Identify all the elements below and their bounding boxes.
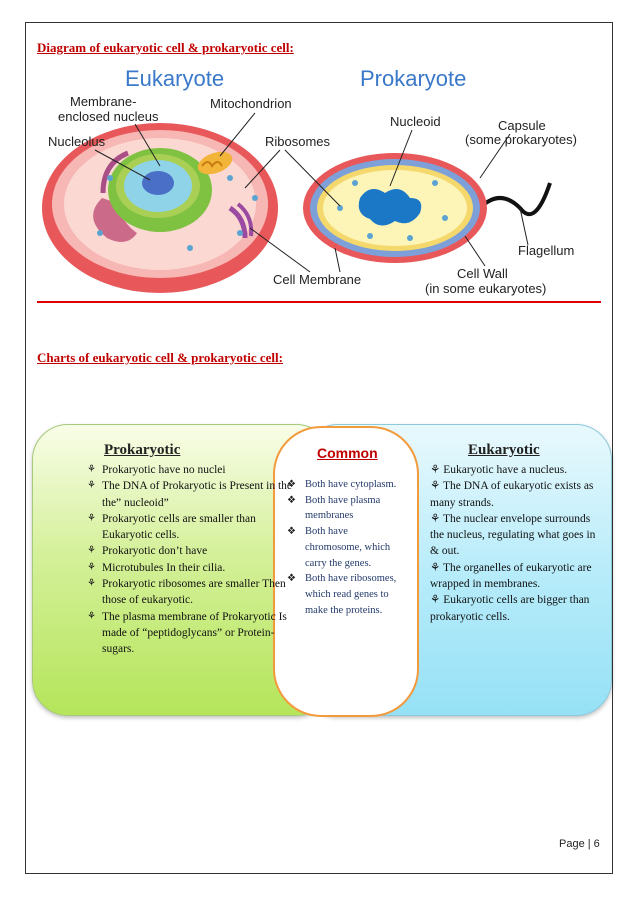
section-divider	[37, 301, 601, 303]
label-membrane-nucleus-2: enclosed nucleus	[58, 109, 159, 124]
label-capsule-note: (some prokaryotes)	[465, 132, 577, 147]
prokaryote-cell	[303, 153, 552, 263]
label-ribosomes: Ribosomes	[265, 134, 331, 149]
label-flagellum: Flagellum	[518, 243, 574, 258]
list-item: ⚘The plasma membrane of Prokaryotic Is m…	[87, 610, 287, 656]
list-item: ⚘Microtubules In their cilia.	[87, 560, 304, 576]
cell-diagram: Eukaryote Prokaryote Membrane- enclosed …	[42, 66, 577, 296]
list-item: ⚘Prokaryotic ribosomes are smaller Then …	[87, 578, 286, 607]
leader-lines	[94, 112, 529, 273]
diamond-bullet-icon: ❖	[287, 494, 296, 506]
label-capsule: Capsule	[498, 118, 546, 133]
common-list: ❖Both have cytoplasm. ❖Both have plasma …	[287, 477, 407, 618]
bullet-icon: ⚘	[430, 512, 443, 525]
bullet-icon: ⚘	[430, 480, 443, 493]
diamond-bullet-icon: ❖	[287, 526, 296, 538]
bullet-icon: ⚘	[87, 512, 96, 524]
bullet-icon: ⚘	[87, 464, 96, 475]
prokaryote-title: Prokaryote	[360, 66, 466, 91]
charts-heading: Charts of eukaryotic cell & prokaryotic …	[37, 350, 283, 365]
bullet-icon: ⚘	[430, 464, 444, 476]
common-title: Common	[317, 445, 378, 461]
label-mitochondrion: Mitochondrion	[210, 96, 292, 111]
eukaryotic-list: ⚘ Eukaryotic have a nucleus. ⚘ The DNA o…	[430, 462, 605, 625]
bullet-icon: ⚘	[87, 561, 96, 573]
list-item: ⚘The DNA of Prokaryotic is Present in th…	[87, 480, 293, 509]
list-item: ⚘ The DNA of eukaryotic exists as many s…	[430, 480, 594, 509]
bullet-icon: ⚘	[87, 578, 96, 590]
diamond-bullet-icon: ❖	[287, 479, 296, 490]
list-item: ❖Both have chromosome, which carry the g…	[287, 526, 391, 569]
common-panel	[273, 426, 419, 717]
list-item: ⚘ Eukaryotic have a nucleus.	[430, 464, 568, 476]
bullet-icon: ⚘	[87, 610, 96, 622]
list-item: ❖Both have cytoplasm.	[287, 477, 407, 493]
bullet-icon: ⚘	[87, 545, 96, 557]
list-item: ⚘ Eukaryotic cells are bigger than proka…	[430, 594, 590, 623]
prokaryotic-list: ⚘Prokaryotic have no nuclei ⚘The DNA of …	[87, 462, 304, 658]
list-item: ⚘Prokaryotic don’t have	[87, 543, 304, 559]
label-nucleolus: Nucleolus	[48, 134, 106, 149]
list-item: ❖Both have plasma membranes	[287, 494, 381, 522]
diagram-heading: Diagram of eukaryotic cell & prokaryotic…	[37, 40, 294, 55]
bullet-icon: ⚘	[430, 561, 443, 574]
eukaryote-cell	[42, 123, 278, 293]
diamond-bullet-icon: ❖	[287, 573, 296, 585]
list-item: ⚘ The nuclear envelope surrounds the nuc…	[430, 512, 596, 558]
page-border	[25, 22, 613, 874]
list-item: ⚘ The organelles of eukaryotic are wrapp…	[430, 561, 592, 591]
eukaryote-title: Eukaryote	[125, 66, 224, 91]
list-item: ❖Both have ribosomes, which read genes t…	[287, 573, 397, 616]
page-number: Page | 6	[559, 838, 600, 850]
label-cell-membrane: Cell Membrane	[273, 272, 361, 287]
bullet-icon: ⚘	[430, 594, 444, 607]
eukaryotic-title: Eukaryotic	[468, 442, 540, 458]
comparison-chart: Prokaryotic Common Eukaryotic ⚘Prokaryot…	[32, 424, 612, 717]
list-item: ⚘Prokaryotic have no nuclei	[87, 462, 304, 478]
label-cell-wall: Cell Wall	[457, 266, 508, 281]
list-item: ⚘Prokaryotic cells are smaller than Euka…	[87, 512, 256, 542]
label-nucleoid: Nucleoid	[390, 114, 441, 129]
label-cell-wall-note: (in some eukaryotes)	[425, 281, 546, 296]
label-membrane-nucleus-1: Membrane-	[70, 94, 136, 109]
bullet-icon: ⚘	[87, 480, 96, 492]
prokaryotic-title: Prokaryotic	[104, 442, 181, 458]
